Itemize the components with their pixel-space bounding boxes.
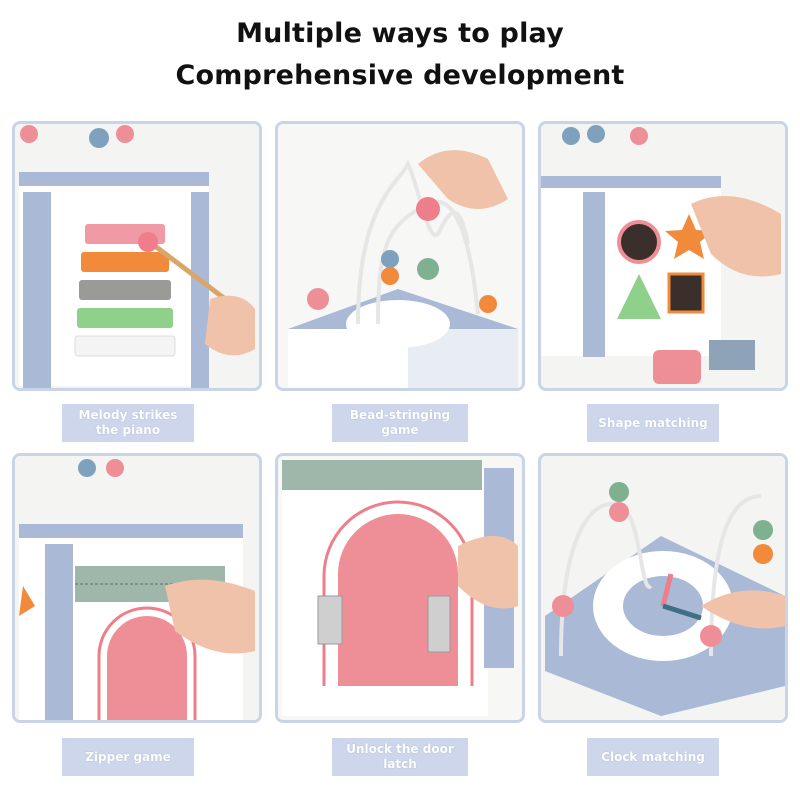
caption-line: Zipper game (85, 749, 171, 764)
caption-line: game (381, 423, 419, 437)
caption-zipper-game: Zipper game (62, 738, 194, 776)
photo-melody-piano (12, 121, 262, 391)
photo-bead-stringing (275, 121, 525, 391)
caption-shape-matching: Shape matching (587, 404, 719, 442)
caption-clock-matching: Clock matching (587, 738, 719, 776)
headline-secondary: Comprehensive development (175, 60, 625, 91)
headline-primary: Multiple ways to play (236, 18, 564, 49)
caption-line: Melody strikes (78, 408, 178, 422)
caption-line: Clock matching (601, 749, 705, 764)
photo-shape-matching (538, 121, 788, 391)
caption-line: Shape matching (598, 415, 708, 430)
photo-door-latch (275, 453, 525, 723)
caption-line: Unlock the door latch (346, 742, 454, 771)
caption-door-latch: Unlock the door latch (332, 738, 468, 776)
caption-line: the piano (95, 423, 161, 437)
photo-clock-matching (538, 453, 788, 723)
caption-line: Bead-stringing (349, 408, 451, 422)
photo-zipper-game (12, 453, 262, 723)
